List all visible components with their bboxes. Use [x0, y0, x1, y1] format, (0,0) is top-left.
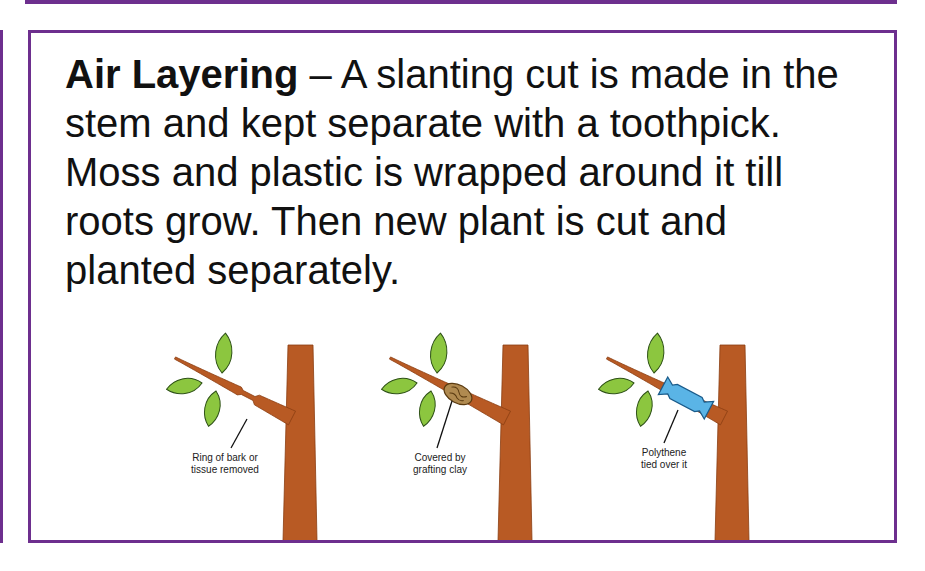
- plant-figure: [165, 332, 317, 541]
- stem-trunk: [498, 345, 532, 541]
- leaf: [165, 376, 203, 397]
- grafting-clay: [441, 379, 476, 409]
- leaf: [633, 389, 655, 427]
- stem-trunk: [715, 345, 749, 541]
- polythene-wrap: [658, 377, 713, 419]
- leaf: [380, 376, 418, 397]
- frame-edge: [0, 30, 3, 543]
- plant-figure: [597, 332, 749, 541]
- leaf: [416, 389, 438, 427]
- panel-text: Air Layering– A slanting cut is made in …: [31, 33, 855, 295]
- stem-trunk: [283, 345, 317, 541]
- plant-figure: [380, 332, 532, 541]
- leader-line: [664, 410, 678, 443]
- leaf: [597, 376, 635, 397]
- leaf: [646, 332, 666, 373]
- panel-heading: Air Layering: [65, 52, 298, 96]
- clay-texture: [448, 386, 468, 403]
- leader-line: [437, 401, 452, 448]
- part-label: Ring of bark or tissue removed: [187, 452, 263, 476]
- leaf: [429, 332, 449, 373]
- leaf: [214, 332, 234, 373]
- frame-edge: [25, 0, 897, 4]
- leader-line: [231, 419, 247, 448]
- part-label: Covered by grafting clay: [402, 452, 478, 476]
- clay-ball: [441, 379, 476, 409]
- part-label: Polythene tied over it: [634, 447, 694, 471]
- leaf: [201, 389, 223, 427]
